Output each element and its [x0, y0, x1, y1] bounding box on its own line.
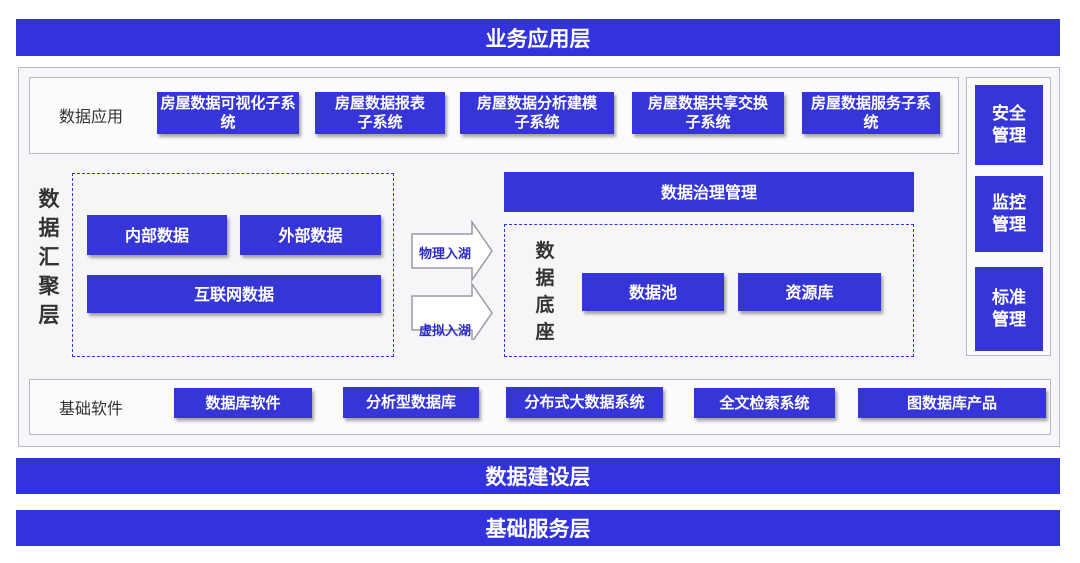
resource-library-box: 资源库 — [738, 273, 881, 311]
software-database: 数据库软件 — [174, 388, 312, 418]
business-layer-band: 业务应用层 — [16, 19, 1060, 56]
software-fulltext: 全文检索系统 — [694, 388, 835, 418]
external-data-box: 外部数据 — [240, 215, 381, 255]
arrow-virtual-icon — [411, 281, 493, 340]
data-app-modeling: 房屋数据分析建模子系统 — [460, 92, 614, 134]
data-app-exchange: 房屋数据共享交换子系统 — [632, 92, 784, 134]
data-base-label: 数据底座 — [535, 240, 555, 343]
data-app-visualization: 房屋数据可视化子系统 — [157, 92, 299, 134]
data-base-group — [504, 224, 914, 357]
governance-bar: 数据治理管理 — [504, 172, 914, 212]
source-data-group — [72, 173, 394, 357]
standard-management-box: 标准管理 — [975, 267, 1043, 351]
arrow-virtual-label: 虚拟入湖 — [418, 324, 471, 339]
software-distributed: 分布式大数据系统 — [506, 387, 663, 418]
data-app-label: 数据应用 — [59, 107, 124, 126]
data-app-report: 房屋数据报表子系统 — [315, 92, 445, 134]
foundation-layer-band: 基础服务层 — [16, 510, 1060, 546]
arrow-physical-icon — [411, 220, 493, 283]
data-app-service: 房屋数据服务子系统 — [802, 92, 940, 134]
security-management-box: 安全管理 — [975, 85, 1043, 165]
software-analytic-db: 分析型数据库 — [343, 387, 479, 418]
monitoring-management-box: 监控管理 — [975, 176, 1043, 252]
internal-data-box: 内部数据 — [87, 215, 227, 255]
arrow-physical-label: 物理入湖 — [418, 247, 471, 262]
internet-data-box: 互联网数据 — [87, 275, 381, 313]
lake-arrows — [411, 220, 493, 340]
data-pool-box: 数据池 — [582, 273, 724, 311]
base-software-label: 基础软件 — [59, 399, 124, 418]
construction-layer-band: 数据建设层 — [16, 458, 1060, 494]
software-graph-db: 图数据库产品 — [858, 388, 1046, 418]
aggregation-layer-label: 数据汇聚层 — [38, 187, 60, 327]
